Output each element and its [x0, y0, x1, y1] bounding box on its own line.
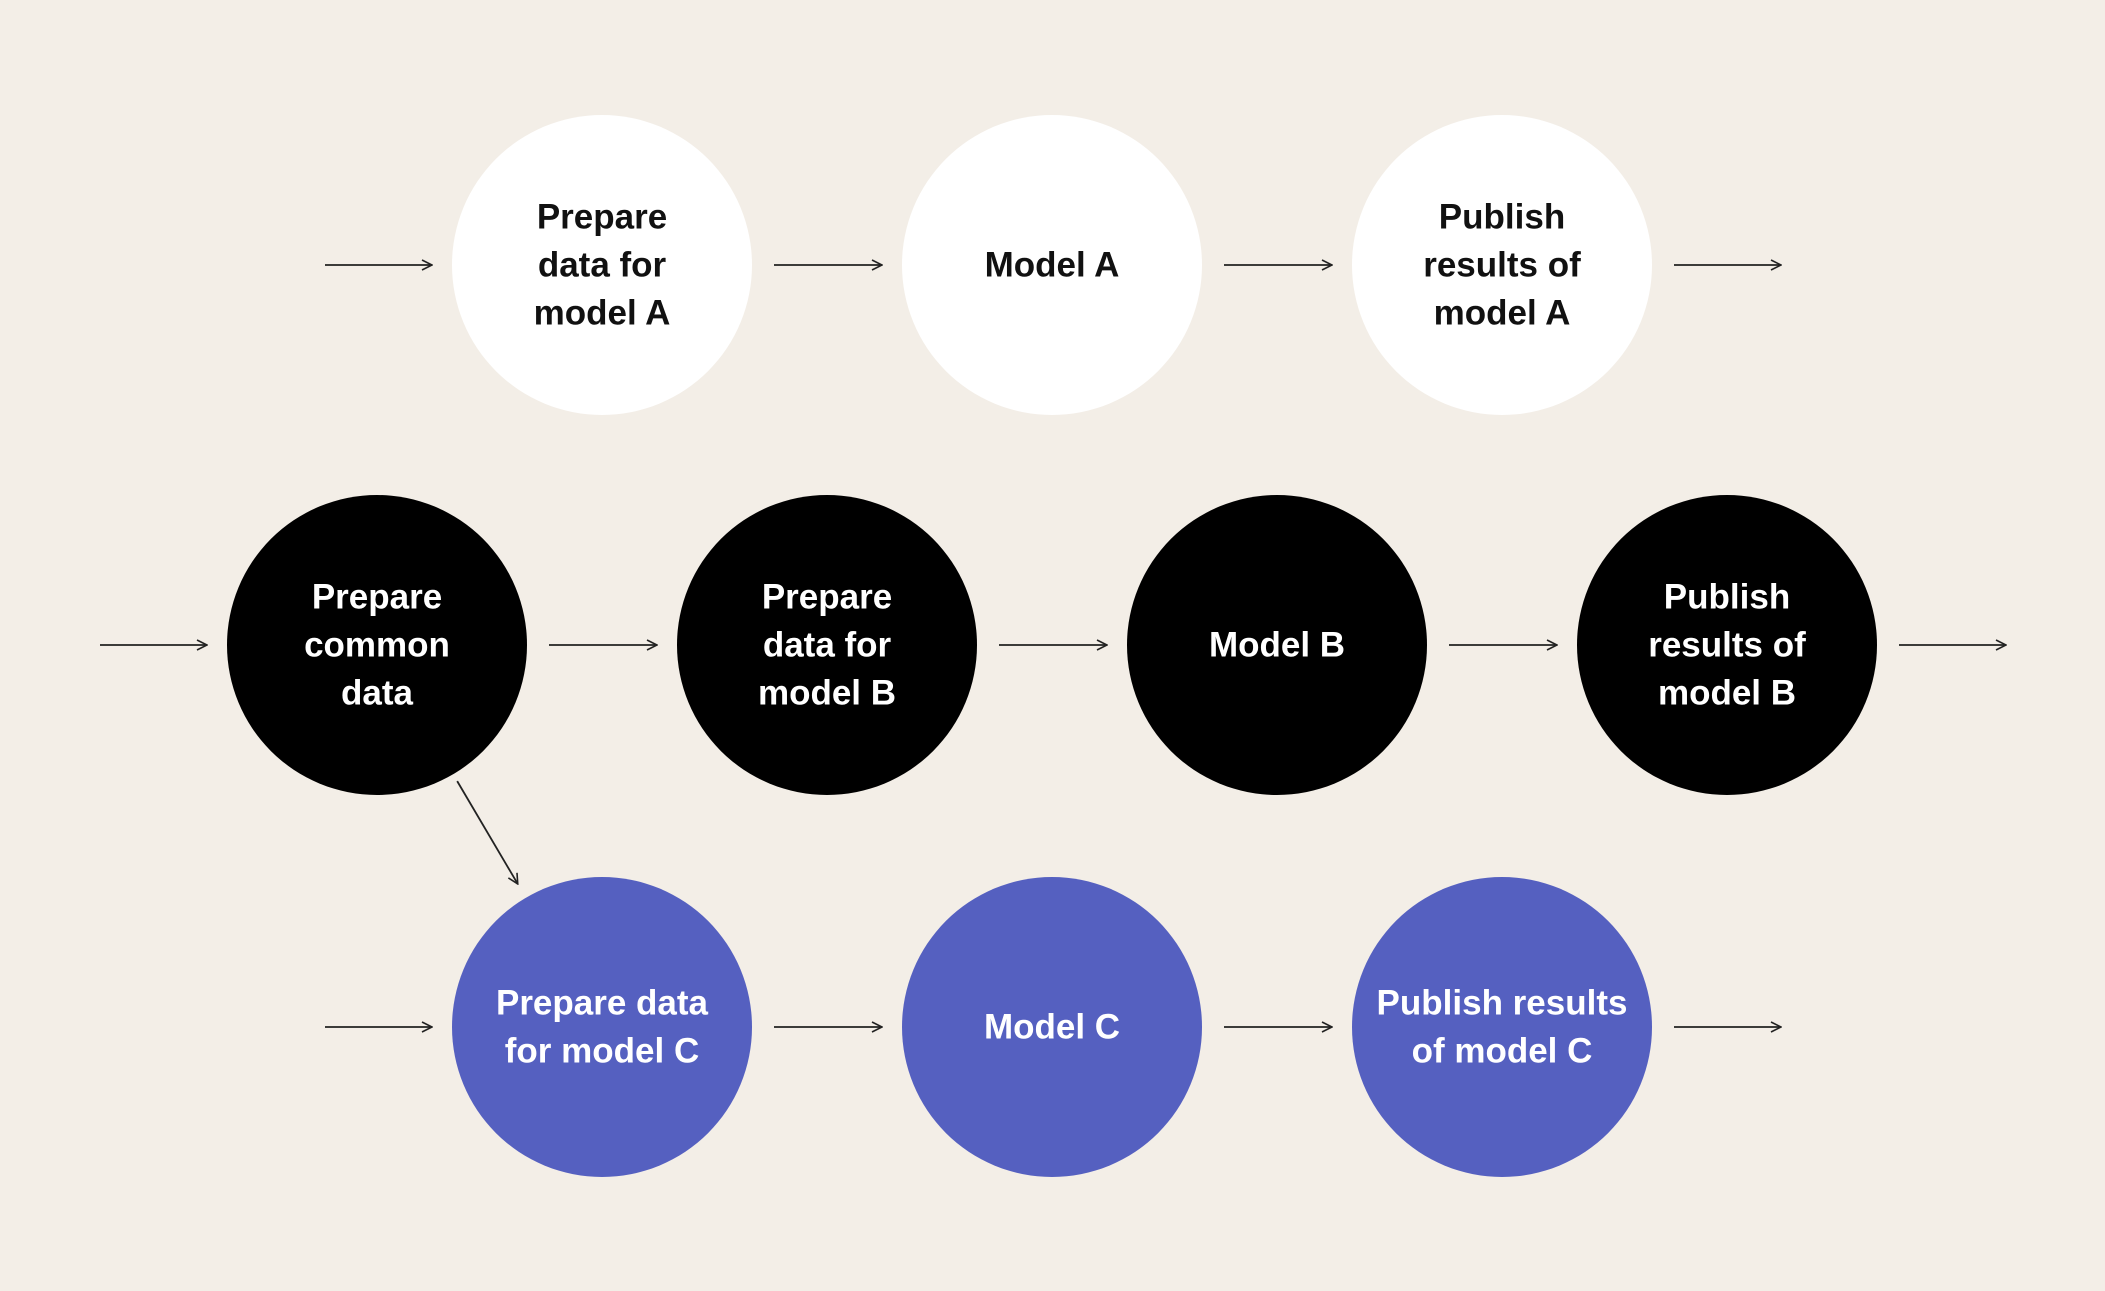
node-circle	[1352, 115, 1652, 415]
node-label: Prepare	[537, 198, 667, 237]
node-circle	[902, 115, 1202, 415]
node-circle	[452, 115, 752, 415]
node-label: model B	[1658, 674, 1796, 713]
node-circle	[452, 877, 752, 1177]
node-label: data	[341, 674, 414, 713]
node-label: model A	[1434, 294, 1571, 333]
node-label: results of	[1648, 626, 1806, 665]
node-circle	[227, 495, 527, 795]
node-label: Model A	[985, 246, 1120, 285]
node-label: data for	[763, 626, 892, 665]
node-circle	[677, 495, 977, 795]
node-circle	[1352, 877, 1652, 1177]
node-label: Model B	[1209, 626, 1345, 665]
node-label: Prepare data	[496, 984, 709, 1023]
node-label: model A	[534, 294, 671, 333]
node-circle	[1127, 495, 1427, 795]
node-label: for model C	[505, 1032, 699, 1071]
node-prepare-data-b: Prepare data for model B	[677, 495, 977, 795]
node-publish-a: Publish results of model A	[1352, 115, 1652, 415]
node-circle	[902, 877, 1202, 1177]
nodes-layer: Prepare data for model A Model A Publish resu…	[227, 115, 1877, 1177]
node-label: Publish	[1439, 198, 1565, 237]
node-publish-b: Publish results of model B	[1577, 495, 1877, 795]
node-label: Publish	[1664, 578, 1790, 617]
node-prepare-data-c: Prepare data for model C	[452, 877, 752, 1177]
node-label: Prepare	[762, 578, 892, 617]
node-label: of model C	[1412, 1032, 1593, 1071]
node-model-b: Model B	[1127, 495, 1427, 795]
node-label: Prepare	[312, 578, 442, 617]
node-prepare-data-a: Prepare data for model A	[452, 115, 752, 415]
node-model-c: Model C	[902, 877, 1202, 1177]
node-label: Model C	[984, 1008, 1120, 1047]
edges-layer	[100, 265, 2006, 1027]
node-label: model B	[758, 674, 896, 713]
arrow-prepare-common-to-prepare-data-c	[456, 780, 518, 884]
node-label: common	[304, 626, 450, 665]
node-label: results of	[1423, 246, 1581, 285]
node-publish-c: Publish results of model C	[1352, 877, 1652, 1177]
node-label: Publish results	[1377, 984, 1628, 1023]
node-model-a: Model A	[902, 115, 1202, 415]
node-label: data for	[538, 246, 667, 285]
node-circle	[1577, 495, 1877, 795]
node-prepare-common: Prepare common data	[227, 495, 527, 795]
